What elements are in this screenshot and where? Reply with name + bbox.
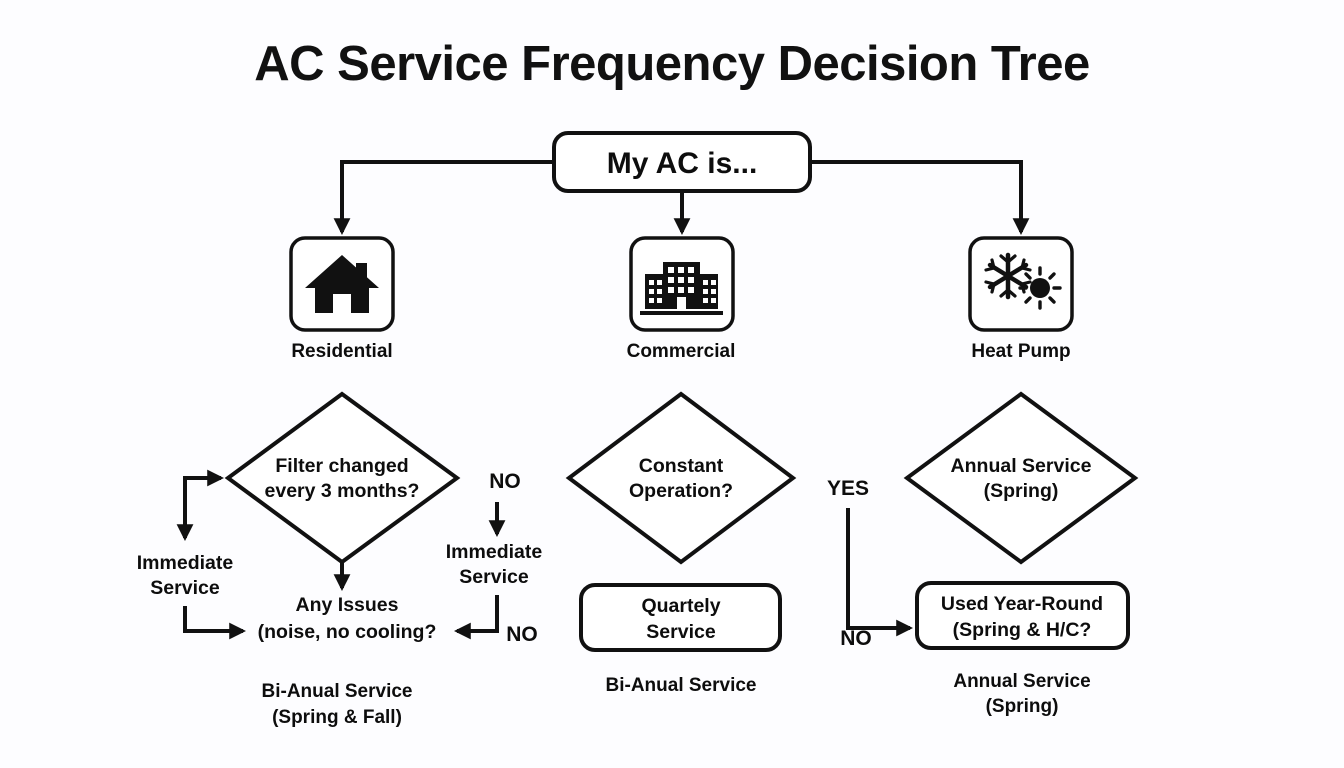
commercial-caption-line1: Bi-Anual Service (606, 675, 757, 696)
root-node-label: My AC is... (607, 147, 758, 180)
commercial-decision-line1: Constant (639, 455, 724, 477)
category-commercial[interactable]: Commercial (627, 236, 736, 362)
residential-left-outcome-line1: Immediate (137, 552, 234, 574)
residential-branch: Filter changed every 3 months? Immediate… (137, 391, 543, 728)
commercial-branch: Constant Operation? Quartely Service Bi-… (565, 391, 797, 696)
heat-pump-caption-line2: (Spring) (986, 696, 1059, 717)
category-residential[interactable]: Residential (289, 236, 395, 362)
connector-left-immediate-to-issues (183, 606, 247, 640)
heat-pump-yes-label: YES (827, 477, 869, 500)
heat-pump-caption-line1: Annual Service (953, 671, 1090, 692)
root-node[interactable]: My AC is... (552, 131, 812, 193)
residential-right-outcome-line2: Service (459, 566, 529, 588)
residential-no-label-return: NO (506, 623, 538, 646)
page-title: AC Service Frequency Decision Tree (254, 37, 1090, 91)
sun-core-icon (1030, 278, 1050, 298)
connector-root-to-residential (333, 160, 554, 236)
connector-root-to-heat-pump (810, 160, 1030, 236)
heat-pump-result-line1: Used Year-Round (941, 593, 1103, 615)
house-icon (305, 255, 379, 313)
snowflake-sun-icon (984, 252, 1062, 310)
residential-decision-diamond[interactable] (224, 391, 461, 565)
residential-left-outcome-line2: Service (150, 577, 220, 599)
residential-caption-line1: Bi-Anual Service (262, 681, 413, 702)
commercial-result-line1: Quartely (641, 595, 720, 617)
residential-right-outcome-line1: Immediate (446, 541, 543, 563)
residential-decision-line2: every 3 months? (265, 480, 420, 502)
snowflake-barbs (984, 254, 1032, 298)
commercial-decision-line2: Operation? (629, 480, 733, 502)
heat-pump-decision-diamond[interactable] (903, 391, 1139, 565)
connector-left-into-diamond (183, 469, 225, 532)
commercial-label: Commercial (627, 341, 736, 362)
residential-decision-line1: Filter changed (275, 455, 408, 477)
residential-label: Residential (291, 341, 392, 362)
category-heat-pump[interactable]: Heat Pump (968, 236, 1074, 362)
residential-no-label-top: NO (489, 470, 521, 493)
sun-rays-icon (1018, 266, 1062, 310)
office-building-icon (640, 262, 723, 315)
commercial-decision-diamond[interactable] (565, 391, 797, 565)
heat-pump-decision-line1: Annual Service (951, 455, 1092, 477)
heat-pump-label: Heat Pump (971, 341, 1070, 362)
heat-pump-no-label: NO (840, 627, 872, 650)
commercial-result-box[interactable] (579, 583, 782, 652)
commercial-result-line2: Service (646, 621, 716, 643)
heat-pump-result-line2: (Spring & H/C? (953, 619, 1092, 641)
residential-issues-line2: (noise, no cooling? (258, 621, 437, 643)
heat-pump-decision-line2: (Spring) (984, 480, 1059, 502)
connector-right-immediate-to-issues (453, 595, 499, 640)
residential-caption-line2: (Spring & Fall) (272, 707, 402, 728)
root-connectors (333, 160, 1030, 236)
heat-pump-branch: YES NO Annual Service (Spring) Used Year… (827, 391, 1139, 717)
heat-pump-result-box[interactable] (915, 581, 1130, 650)
residential-issues-line1: Any Issues (296, 594, 399, 616)
connector-yes-no-to-year-round (846, 508, 914, 637)
